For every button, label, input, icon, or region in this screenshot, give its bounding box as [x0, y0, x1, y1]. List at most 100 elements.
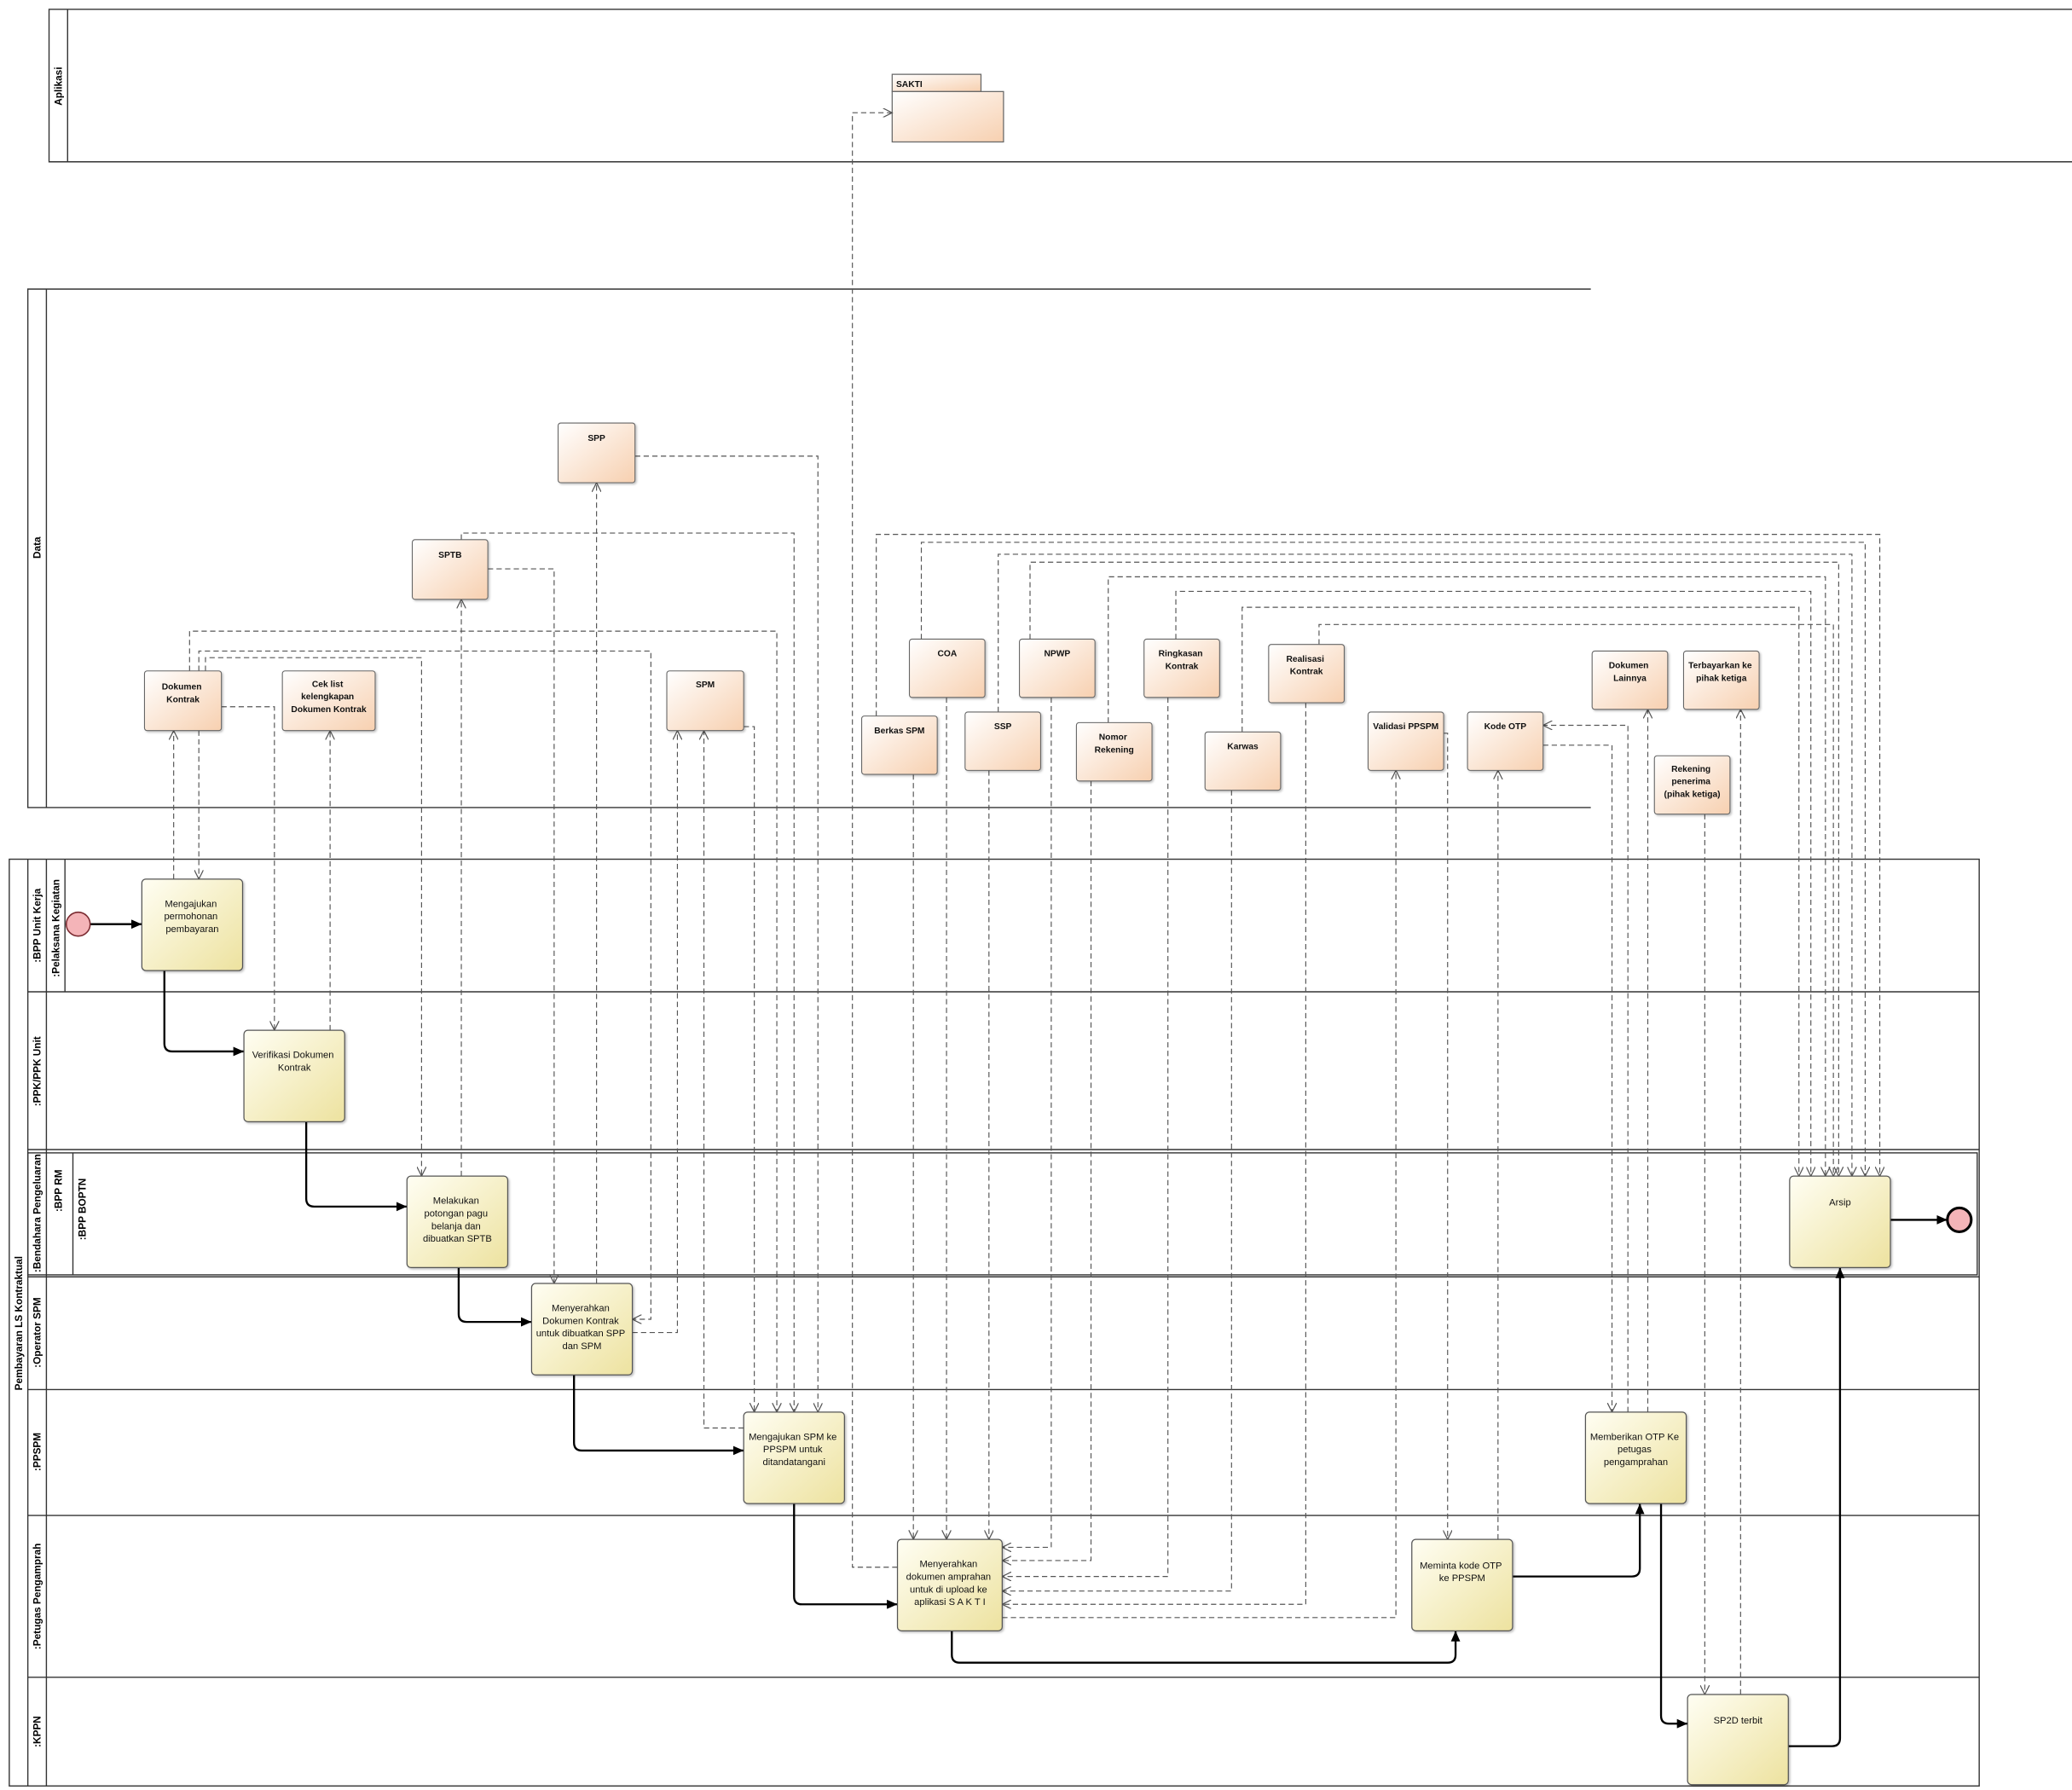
- data-object-box: [411, 539, 489, 600]
- task-box: [1411, 1538, 1513, 1631]
- lane-pelaksana-kegiatan-label: :Pelaksana Kegiatan: [49, 879, 61, 977]
- pool-process: Pembayaran LS Kontraktual :BPP Unit Kerj…: [9, 858, 1980, 1787]
- task-label: SP2D terbit: [1714, 1716, 1763, 1726]
- association-spp-to-ppspm: [634, 455, 819, 1412]
- association-coa-to-arsip: [920, 542, 1866, 1176]
- data-object-terbayarkan: Terbayarkan ke pihak ketiga: [1682, 650, 1760, 710]
- label-line: Mengajukan: [165, 899, 217, 909]
- data-object-dokumen-kontrak: Dokumen Kontrak: [143, 670, 223, 732]
- label-line: Kontrak: [278, 1063, 311, 1073]
- data-object-box: [666, 670, 744, 732]
- association-amprahan-to-validasi: [1002, 770, 1396, 1619]
- data-object-label: Realisasi Kontrak: [1287, 655, 1327, 677]
- association-kode-otp-to-memberikan-otp: [1542, 744, 1612, 1412]
- data-object-box: [861, 715, 938, 775]
- task-box: [896, 1538, 1003, 1631]
- data-object-label: Dokumen Lainnya: [1609, 662, 1652, 684]
- lane-operator-spm-label: :Operator SPM: [32, 1297, 43, 1368]
- flow-menyerahkan-to-mengajukan-spm: [573, 1375, 744, 1456]
- task-arsip: Arsip: [1789, 1175, 1891, 1268]
- data-object-label: Rekening penerima (pihak ketiga): [1664, 765, 1721, 800]
- data-object-rekening-penerima: Rekening penerima (pihak ketiga): [1653, 755, 1731, 815]
- task-meminta-kode-otp: Meminta kode OTP ke PPSPM: [1411, 1538, 1513, 1631]
- pool-data-border: [26, 288, 1591, 808]
- data-object-box: [1467, 711, 1544, 771]
- label-line: Mengajukan SPM ke: [749, 1432, 836, 1442]
- association-realisasi-to-amprahan: [1002, 703, 1306, 1604]
- package-sakti: SAKTI: [891, 73, 1004, 143]
- data-object-label: Terbayarkan ke pihak ketiga: [1688, 662, 1754, 684]
- flow-potongan-to-menyerahkan: [457, 1267, 532, 1327]
- lane-bendahara-inner-border: [26, 1152, 1978, 1276]
- label-line: Arsip: [1829, 1197, 1851, 1208]
- data-objects: SPP SPTB Dokumen Kontrak Cek list keleng…: [143, 422, 1760, 815]
- label-line: Rekening: [1095, 745, 1134, 755]
- label-line: untuk dibuatkan SPP: [536, 1329, 626, 1339]
- data-object-label: Kode OTP: [1485, 722, 1527, 732]
- label-line: Dokumen Kontrak: [542, 1316, 619, 1326]
- flow-amprahan-to-meminta-otp: [951, 1631, 1461, 1664]
- label-line: penerima: [1671, 778, 1710, 787]
- tasks: Mengajukan permohonan pembayaran Verifik…: [141, 878, 1891, 1786]
- association-ringkasan-to-amprahan: [1002, 697, 1169, 1577]
- label-line: Memberikan OTP Ke: [1590, 1432, 1679, 1442]
- data-object-label: SPP: [587, 434, 605, 443]
- data-object-box: [1075, 721, 1153, 782]
- label-line: ke PPSPM: [1439, 1573, 1485, 1584]
- label-line: Kode OTP: [1485, 722, 1527, 732]
- pool-process-border: [9, 858, 1980, 1787]
- task-label: Arsip: [1829, 1197, 1851, 1208]
- package-label: SAKTI: [896, 80, 923, 90]
- label-line: SPM: [696, 681, 715, 690]
- lane-ppk-label: :PPK/PPK Unit: [32, 1036, 43, 1106]
- task-sp2d-terbit: SP2D terbit: [1687, 1694, 1789, 1786]
- association-nomor-rekening-to-amprahan: [1002, 780, 1092, 1561]
- task-melakukan-potongan: Melakukan potongan pagu belanja dan dibu…: [406, 1175, 509, 1268]
- data-object-box: [143, 670, 223, 732]
- label-line: SP2D terbit: [1714, 1716, 1763, 1726]
- start-event: [65, 911, 91, 937]
- flow-memberikan-otp-to-sp2d: [1659, 1503, 1688, 1729]
- label-line: potongan pagu: [424, 1209, 488, 1219]
- label-line: dan SPM: [562, 1341, 601, 1352]
- data-object-box: [1143, 638, 1220, 698]
- data-object-sptb: SPTB: [411, 539, 489, 600]
- data-object-spp: SPP: [557, 422, 636, 484]
- data-object-coa: COA: [908, 638, 986, 698]
- task-label: Meminta kode OTP ke PPSPM: [1420, 1561, 1504, 1584]
- task-box: [141, 878, 244, 971]
- task-label: Menyerahkan Dokumen Kontrak untuk dibuat…: [536, 1304, 628, 1352]
- label-line: SPP: [587, 434, 605, 443]
- task-label: Memberikan OTP Ke petugas pengamprahan: [1590, 1432, 1681, 1468]
- pool-aplikasi: Aplikasi: [48, 9, 2072, 163]
- label-line: SSP: [994, 722, 1012, 732]
- data-object-box: [1019, 638, 1096, 698]
- label-line: belanja dan: [431, 1221, 481, 1231]
- data-object-box: [1682, 650, 1760, 710]
- data-object-box: [1204, 731, 1282, 791]
- association-nomor-rekening-to-arsip: [1108, 576, 1826, 1176]
- data-object-box: [1653, 755, 1731, 815]
- data-object-ssp: SSP: [964, 711, 1041, 771]
- data-object-label: Ringkasan Kontrak: [1159, 650, 1206, 672]
- association-ssp-to-arsip: [998, 553, 1852, 1176]
- end-event: [1946, 1206, 1973, 1233]
- task-label: Melakukan potongan pagu belanja dan dibu…: [423, 1196, 492, 1244]
- label-line: dibuatkan SPTB: [423, 1234, 492, 1244]
- association-karwas-to-amprahan: [1002, 790, 1232, 1591]
- data-object-label: COA: [937, 650, 957, 659]
- data-object-dokumen-lainnya: Dokumen Lainnya: [1591, 650, 1669, 710]
- label-line: pihak ketiga: [1696, 674, 1747, 683]
- task-box: [530, 1283, 634, 1376]
- package-body: [891, 90, 1004, 143]
- lane-bpp-unit-kerja-label: :BPP Unit Kerja: [32, 888, 43, 962]
- flow-meminta-otp-to-memberikan-otp: [1512, 1503, 1645, 1578]
- data-object-box: [1268, 644, 1346, 704]
- data-object-box: [281, 670, 376, 732]
- association-berkas-spm-to-arsip: [876, 534, 1880, 1176]
- data-object-box: [964, 711, 1041, 771]
- label-line: PPSPM untuk: [763, 1445, 823, 1455]
- label-line: Verifikasi Dokumen: [252, 1051, 334, 1061]
- task-mengajukan-permohonan: Mengajukan permohonan pembayaran: [141, 878, 244, 971]
- lane-petugas-pengamprah-label: :Petugas Pengamprah: [32, 1544, 43, 1650]
